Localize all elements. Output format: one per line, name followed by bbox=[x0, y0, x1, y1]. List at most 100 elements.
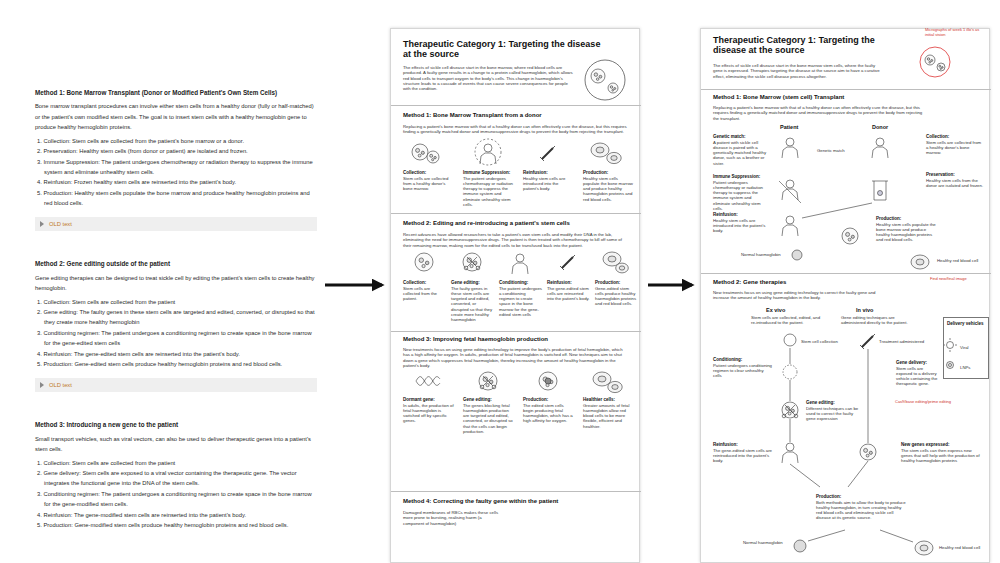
flow-line bbox=[790, 464, 820, 487]
person-head bbox=[876, 138, 884, 146]
step-heading: Delivery vehicles bbox=[947, 321, 987, 326]
step-heading: Production: bbox=[595, 280, 638, 285]
step-heading: Conditioning: bbox=[713, 357, 773, 362]
cell-nucleus bbox=[419, 258, 424, 263]
cell-nucleus bbox=[786, 406, 790, 410]
cell-organelle bbox=[422, 264, 425, 267]
method-heading: Method 2: Gene therapies bbox=[713, 279, 893, 286]
virus-spike bbox=[950, 338, 951, 340]
red-blood-cell-sketch bbox=[608, 381, 622, 392]
cell-nucleus bbox=[483, 377, 488, 382]
figure-label: Genetic match bbox=[817, 148, 867, 153]
cell-organelle bbox=[940, 68, 941, 69]
red-blood-cell-dimple bbox=[598, 376, 606, 382]
step-heading: Production: bbox=[523, 397, 575, 402]
step-text: Healthy stem cells populate the bone mar… bbox=[583, 176, 635, 202]
note-sketch bbox=[920, 47, 950, 77]
stem-cell-sketch bbox=[782, 402, 798, 418]
cell-nucleus bbox=[846, 232, 850, 236]
step-text: In adults, the production of fetal haemo… bbox=[403, 403, 455, 424]
haemoglobin-sketch bbox=[792, 250, 802, 260]
cell-organelle bbox=[470, 264, 473, 267]
red-blood-cell-sketch bbox=[911, 255, 929, 269]
figure-label: Stem cell collection bbox=[801, 339, 851, 344]
cell-organelle bbox=[432, 159, 434, 161]
step-heading: Immune Suppression: bbox=[713, 174, 768, 179]
step-heading: Gene delivery: bbox=[896, 360, 940, 365]
paragraph: Replacing a patient's bone marrow with t… bbox=[713, 105, 928, 121]
step-heading: Gene editing: bbox=[806, 400, 861, 405]
step-heading: Immune Suppression: bbox=[463, 170, 515, 175]
page-title: Therapeutic Category 1: Targeting the di… bbox=[403, 39, 603, 60]
dna-strand bbox=[416, 377, 440, 386]
paragraph: Small transport vehicles, such as viral … bbox=[35, 434, 317, 455]
column-heading: In vivo bbox=[856, 307, 916, 314]
micrograph-sketch bbox=[585, 60, 625, 100]
cell-organelle bbox=[486, 383, 489, 386]
dna-strand bbox=[416, 377, 440, 386]
suppression-ring bbox=[475, 139, 501, 165]
figure-label: Viral bbox=[960, 345, 986, 350]
step-heading: New genes expressed: bbox=[901, 442, 981, 447]
red-blood-cell-dimple bbox=[612, 385, 618, 390]
list-item: 4. Reinfusion: The gene-modified stem ce… bbox=[35, 510, 317, 520]
step-text: The faulty genes in these stem cells are… bbox=[451, 286, 494, 322]
paragraph: New treatments focus on using gene editi… bbox=[403, 347, 628, 368]
step-heading: Production: bbox=[583, 170, 635, 175]
flow-line bbox=[790, 380, 791, 401]
syringe-plunger bbox=[560, 266, 564, 270]
stem-cell-sketch bbox=[427, 151, 439, 163]
paragraph: Bone marrow transplant procedures can in… bbox=[35, 101, 317, 132]
step-text: A patient with sickle cell disease is pa… bbox=[713, 140, 768, 166]
figure-label: Normal haemoglobin bbox=[743, 540, 788, 545]
paragraph: Replacing a patient's bone marrow with t… bbox=[403, 124, 628, 135]
list-item: 3. Conditioning regimen: The patient und… bbox=[35, 328, 317, 349]
step-text: Healthy stem cells are introduced into t… bbox=[523, 176, 575, 191]
method-heading: Method 2: Editing and re-introducing a p… bbox=[403, 220, 628, 227]
conditioning-sketch bbox=[783, 365, 797, 379]
step-text: Gene editing techniques are administered… bbox=[841, 315, 916, 325]
page-title: Therapeutic Category 1: Targeting the di… bbox=[713, 35, 898, 56]
scissors-blade bbox=[483, 376, 493, 386]
method-band: Delivery vehiclesViralLNPsMethod 2: Gene… bbox=[701, 273, 991, 563]
person-head bbox=[786, 443, 794, 451]
step-heading: Production: bbox=[876, 216, 936, 221]
person-head bbox=[786, 180, 794, 188]
scissors-handle bbox=[464, 266, 468, 270]
scissors-handle bbox=[492, 385, 496, 389]
step-heading: Reinfusion: bbox=[547, 280, 590, 285]
person-body bbox=[512, 263, 528, 274]
person-head bbox=[786, 216, 794, 224]
flow-line bbox=[808, 530, 845, 541]
cell-nucleus bbox=[864, 448, 868, 452]
step-heading: Genetic match: bbox=[713, 134, 768, 139]
step-text: Gene-edited stem cells produce healthy h… bbox=[595, 286, 638, 307]
scissors-blade bbox=[467, 257, 477, 267]
red-blood-cell-dimple bbox=[608, 256, 616, 262]
suppression-cross bbox=[779, 181, 801, 203]
person-body bbox=[782, 225, 798, 236]
red-blood-cell-dimple bbox=[611, 156, 617, 161]
list-item: 1. Collection: Stem cells are collected … bbox=[35, 136, 317, 146]
scissors-blade bbox=[785, 405, 795, 415]
step-text: The patient undergoes chemotherapy or ra… bbox=[463, 176, 515, 207]
syringe-needle bbox=[873, 334, 875, 336]
list-item: 4. Reinfusion: The gene-edited stem cell… bbox=[35, 349, 317, 359]
flow-arrow bbox=[325, 284, 382, 287]
paragraph: Gene editing therapies can be designed t… bbox=[35, 273, 317, 294]
cell-organelle bbox=[434, 156, 436, 158]
step-text: Both methods aim to allow the body to pr… bbox=[816, 500, 906, 521]
step-heading: Conditioning: bbox=[499, 280, 542, 285]
scissors-blade bbox=[467, 257, 477, 267]
cell-nucleus bbox=[416, 148, 420, 152]
stem-cell-sketch bbox=[608, 83, 618, 93]
flow-line bbox=[848, 461, 868, 487]
stem-cell-sketch bbox=[591, 69, 605, 83]
step-text: The edited stem cells begin producing fe… bbox=[523, 403, 575, 424]
step-text: Stem cells are collected from a healthy … bbox=[403, 176, 455, 191]
step-text: Stem cells are collected, edited, and re… bbox=[751, 315, 826, 325]
cell-organelle bbox=[851, 235, 854, 238]
review-note: Cas9/base editing/prime editing bbox=[895, 400, 965, 405]
figure-label: Treatment administered bbox=[879, 339, 937, 344]
person-head bbox=[484, 144, 492, 152]
